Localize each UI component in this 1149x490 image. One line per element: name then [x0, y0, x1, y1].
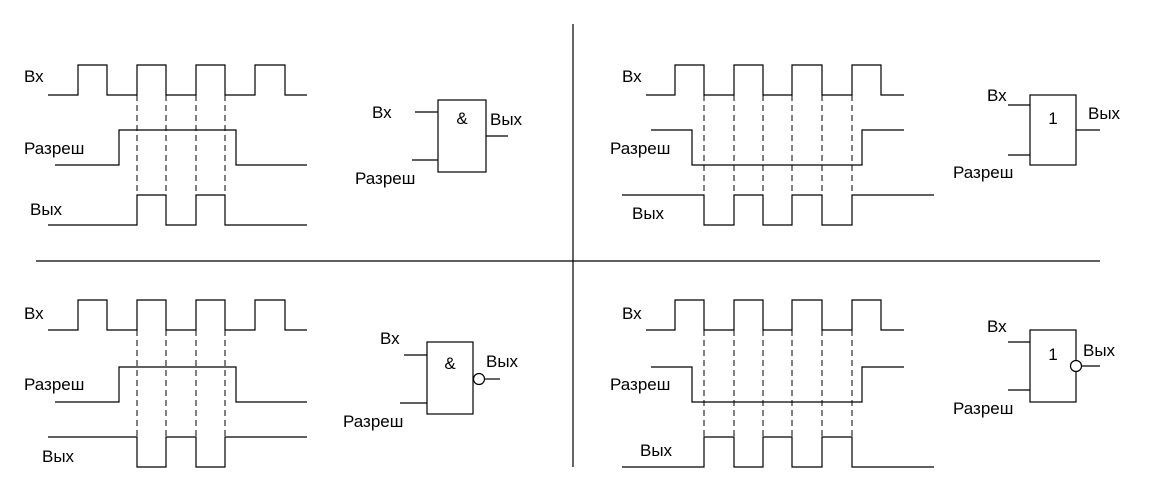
gate-output-label: Вых — [1088, 104, 1121, 123]
gate-input-label: Вх — [987, 86, 1007, 105]
output-label: Вых — [640, 441, 673, 460]
nor-gate: 1 Вх Разреш Вых — [953, 317, 1116, 418]
enable-waveform — [55, 366, 307, 403]
input-label: Вх — [622, 67, 642, 86]
timing-guides — [703, 95, 853, 195]
and-gate: & Вх Разреш Вых — [355, 99, 523, 188]
enable-waveform — [651, 129, 904, 166]
nand-gate: & Вх Разреш Вых — [343, 329, 519, 431]
gate-symbol: 1 — [1048, 109, 1057, 128]
input-waveform — [646, 64, 904, 96]
output-label: Вых — [42, 447, 75, 466]
output-waveform — [48, 194, 307, 226]
enable-label: Разреш — [24, 139, 84, 158]
enable-waveform — [651, 366, 904, 403]
input-label: Вх — [622, 304, 642, 323]
input-label: Вх — [24, 304, 44, 323]
gate-symbol: 1 — [1048, 345, 1057, 364]
input-waveform — [48, 299, 307, 331]
panel-or: Вх Разреш Вых 1 Вх Разреш Вых — [610, 64, 1121, 226]
input-waveform — [646, 299, 904, 331]
input-label: Вх — [24, 67, 44, 86]
timing-guides — [136, 95, 226, 195]
gate-enable-label: Разреш — [343, 412, 403, 431]
gate-symbol: & — [456, 109, 468, 128]
timing-guides — [136, 330, 226, 437]
gate-body — [1029, 329, 1077, 403]
input-waveform — [48, 64, 307, 96]
enable-label: Разреш — [24, 375, 84, 394]
gate-body — [1029, 94, 1077, 166]
output-waveform — [48, 436, 307, 468]
gate-input-label: Вх — [372, 103, 392, 122]
timing-guides — [703, 330, 853, 437]
gate-enable-label: Разреш — [355, 169, 415, 188]
enable-label: Разреш — [610, 375, 670, 394]
gate-output-label: Вых — [490, 110, 523, 129]
gate-enable-label: Разреш — [953, 163, 1013, 182]
inversion-bubble-icon — [1069, 359, 1083, 373]
inversion-bubble-icon — [472, 372, 486, 386]
panel-and: Вх Разреш Вых & Вх Разреш Вых — [24, 64, 523, 226]
panel-nand: Вх Разреш Вых & Вх Разреш Вых — [24, 299, 519, 468]
gate-input-label: Вх — [987, 317, 1007, 336]
output-waveform — [622, 436, 934, 468]
output-waveform — [622, 194, 934, 226]
gate-enable-label: Разреш — [953, 399, 1013, 418]
gate-symbol: & — [444, 354, 456, 373]
gate-body — [426, 341, 474, 415]
output-label: Вых — [632, 204, 665, 223]
output-label: Вых — [30, 200, 63, 219]
enable-label: Разреш — [610, 139, 670, 158]
gate-output-label: Вых — [1083, 341, 1116, 360]
panel-nor: Вх Разреш Вых 1 Вх Разреш Вых — [610, 299, 1116, 468]
gate-input-label: Вх — [380, 329, 400, 348]
or-gate: 1 Вх Разреш Вых — [953, 86, 1121, 182]
enable-waveform — [55, 129, 307, 166]
gate-output-label: Вых — [486, 352, 519, 371]
